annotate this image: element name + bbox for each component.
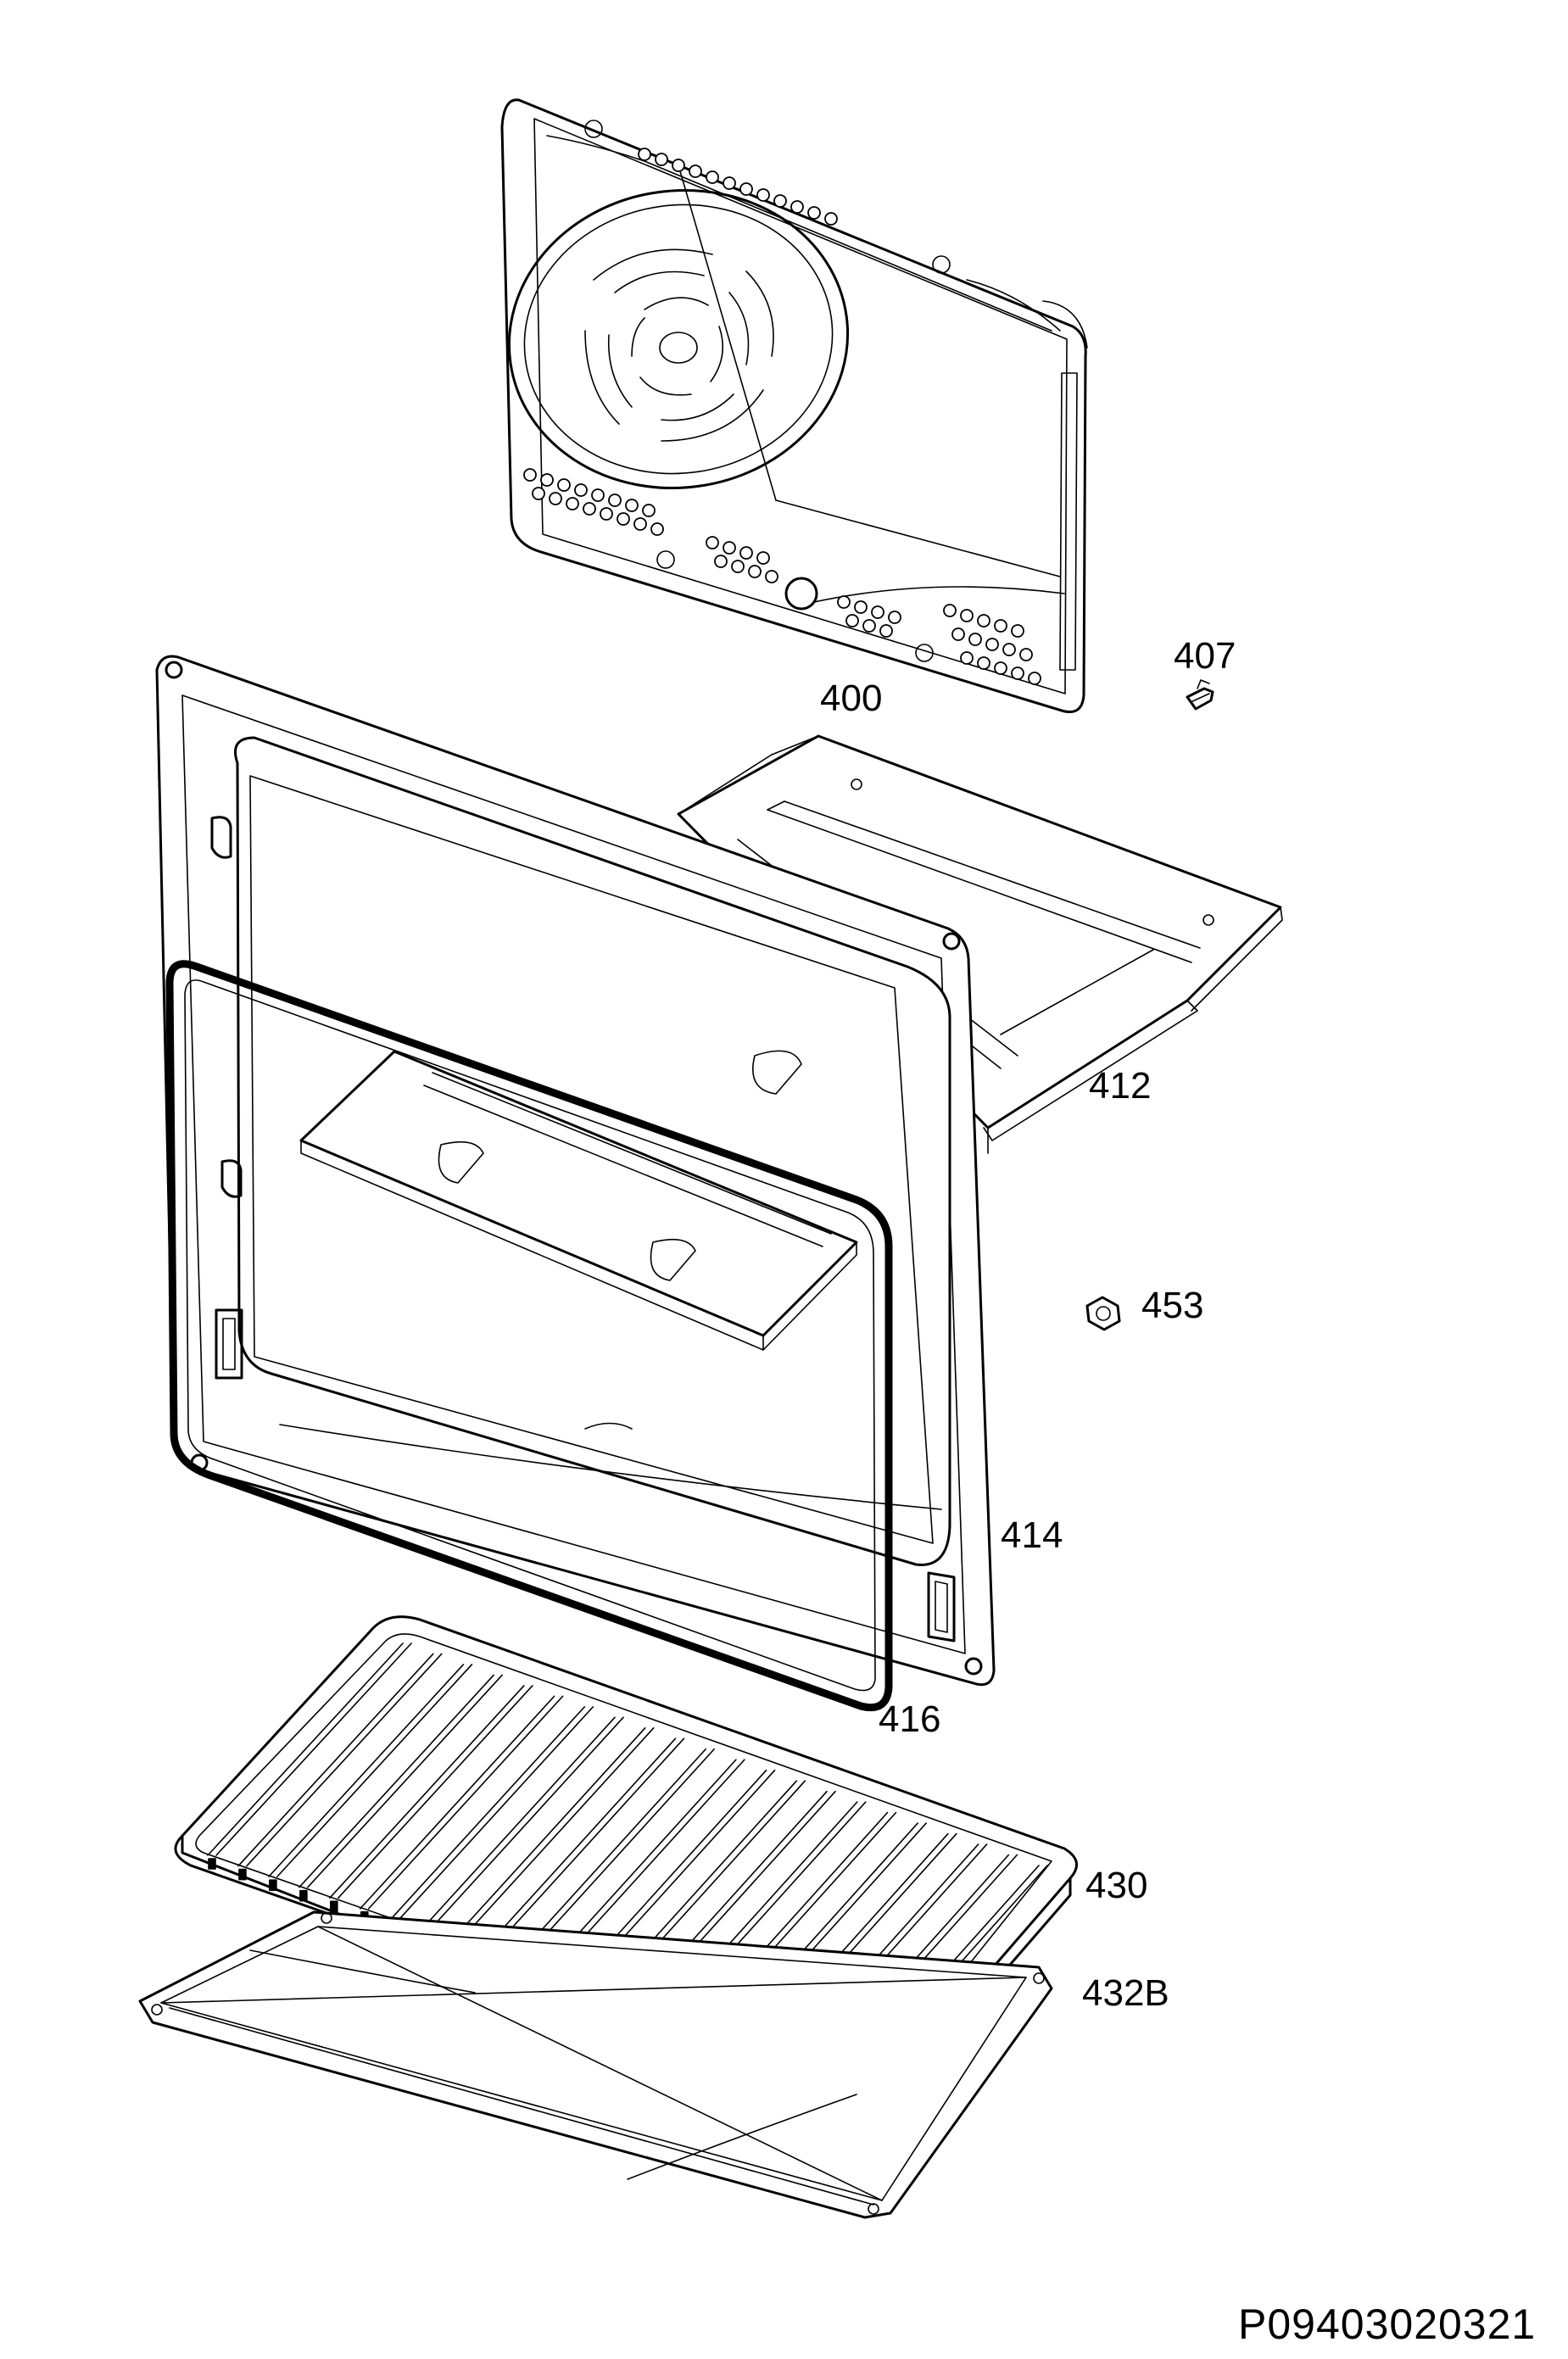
- label-clip: 407: [1174, 635, 1236, 677]
- clip-407: [1186, 679, 1214, 711]
- rack-wire: [276, 1664, 473, 1877]
- label-top-shelf: 412: [1089, 1065, 1151, 1107]
- label-baking-tray: 432B: [1082, 1972, 1169, 2014]
- rack-foot: [330, 1900, 338, 1913]
- rack-wire: [511, 1748, 706, 1963]
- vent-holes-lower-left: [523, 468, 778, 583]
- rack-wire: [520, 1748, 715, 1963]
- baking-tray-432B: [138, 1910, 1053, 2219]
- label-back-panel: 400: [820, 678, 882, 719]
- inner-shelf: [299, 1050, 858, 1351]
- vent-holes-lower-right: [837, 595, 1041, 685]
- vent-holes-upper: [638, 148, 838, 226]
- rack-foot: [299, 1889, 308, 1902]
- rack-wire: [299, 1674, 494, 1888]
- back-panel-400: [500, 98, 1088, 713]
- drawing-code: P09403020321: [1238, 2300, 1536, 2348]
- part-labels: 400 407 412 453 414 416 430 432B P094030…: [820, 635, 1536, 2348]
- rack-wire: [215, 1642, 412, 1856]
- rack-wire: [268, 1664, 465, 1877]
- label-door-frame: 414: [1001, 1514, 1063, 1556]
- rack-wire: [359, 1695, 555, 1910]
- rack-wire: [389, 1706, 586, 1921]
- label-door-seal: 416: [879, 1698, 940, 1740]
- rack-wire: [246, 1653, 443, 1867]
- rack-wire: [338, 1685, 533, 1899]
- label-nut: 453: [1141, 1285, 1203, 1326]
- rack-wire: [489, 1737, 685, 1952]
- rack-wire: [398, 1706, 594, 1921]
- rack-wire: [420, 1716, 616, 1931]
- top-shelf-412: [677, 734, 1283, 1154]
- rack-wire: [428, 1716, 624, 1931]
- label-grill-rack: 430: [1085, 1865, 1147, 1906]
- door-seal-416: [165, 960, 893, 1712]
- rack-wire: [307, 1674, 503, 1888]
- rack-wire: [237, 1653, 434, 1867]
- rack-wire: [329, 1685, 525, 1899]
- nut-453: [1085, 1296, 1121, 1331]
- rack-wire: [481, 1737, 677, 1952]
- rack-wire: [459, 1727, 655, 1942]
- rack-foot: [238, 1868, 247, 1881]
- rack-wire: [367, 1695, 564, 1910]
- rack-foot: [208, 1858, 216, 1870]
- rack-foot: [269, 1879, 277, 1891]
- rack-wire: [450, 1727, 646, 1942]
- rack-wire: [207, 1642, 404, 1856]
